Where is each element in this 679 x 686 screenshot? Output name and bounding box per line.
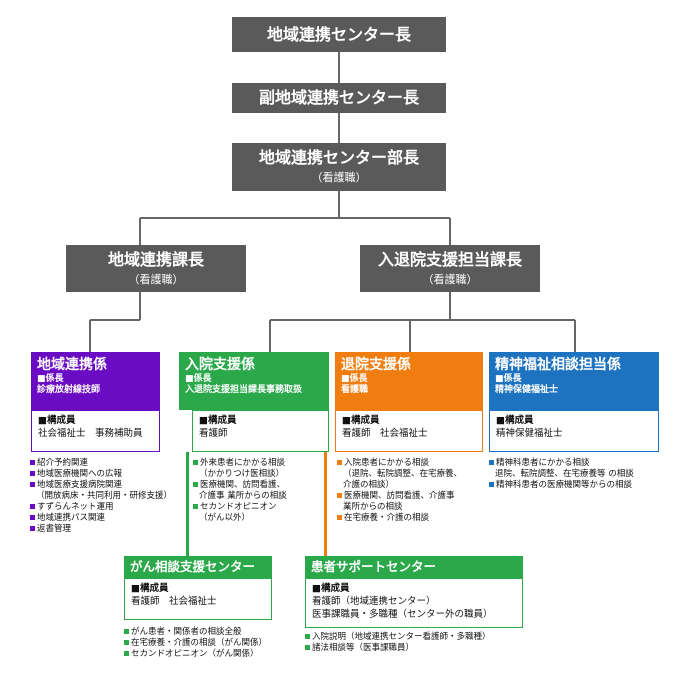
taiin-members-label: ■構成員 — [342, 415, 380, 426]
list-item: 地域連携パス関連 — [30, 513, 172, 524]
kanja-duty-list: 入院説明（地域連携センター看護師・多職種） 諸法相談等（医事課職員） — [305, 632, 491, 654]
taiin-members-box: ■構成員 看護師 社会福祉士 — [335, 410, 483, 452]
kanja-members-label: ■構成員 — [312, 583, 350, 594]
seishin-members-label: ■構成員 — [496, 415, 534, 426]
seishin-section-title: 精神福祉相談担当係 — [495, 357, 621, 373]
taiin-section-header: 退院支援係 ■係長 看護職 — [335, 352, 483, 410]
list-item-note: （退院、転院調整、在宅療養、 — [343, 469, 463, 479]
gan-members-label: ■構成員 — [131, 583, 169, 594]
seishin-role-detail: 精神保健福祉士 — [495, 385, 559, 395]
list-item: 返書管理 — [30, 524, 172, 535]
taiin-section-title: 退院支援係 — [341, 357, 411, 373]
list-item: セカンドオピニオン（がん関係） — [124, 649, 267, 660]
list-item: 外来患者にかかる相談 — [193, 458, 287, 469]
list-item-note: （がん以外） — [199, 513, 251, 523]
gan-duty-list: がん患者・関係者の相談全般 在宅療養・介護の相談（がん関係） セカンドオピニオン… — [124, 627, 267, 660]
list-item-note: 介護の相談） — [343, 480, 395, 490]
list-item: 在宅療養・介護の相談（がん関係） — [124, 638, 267, 649]
nyuin-members-label: ■構成員 — [199, 415, 237, 426]
nyutaiin-chief-note: （看護職） — [422, 272, 478, 286]
list-item: 在宅療養・介護の相談 — [337, 513, 462, 524]
taiin-duty-list: 入院患者にかかる相談 （退院、転院調整、在宅療養、 介護の相談） 医療機関、訪問… — [337, 458, 462, 524]
center-manager-note: （看護職） — [311, 171, 367, 184]
renkei-chief-box: 地域連携課長 （看護職） — [66, 245, 246, 292]
list-item: 地域医療機関への広報 — [30, 469, 172, 480]
nyuin-members-box: ■構成員 看護師 — [192, 410, 329, 452]
center-director-box: 地域連携センター長 — [232, 17, 446, 52]
renkei-section-header: 地域連携係 ■係長 診療放射線技師 — [31, 352, 160, 410]
renkei-role-detail: 診療放射線技師 — [37, 385, 101, 395]
renkei-members: 社会福祉士 事務補助員 — [38, 428, 143, 439]
gan-members-box: ■構成員 看護師 社会福祉士 — [124, 578, 272, 620]
renkei-chief-note: （看護職） — [128, 272, 184, 286]
taiin-members: 看護師 社会福祉士 — [342, 428, 428, 439]
seishin-section-header: 精神福祉相談担当係 ■係長 精神保健福祉士 — [489, 352, 659, 410]
nyuin-section-header: 入院支援係 ■係長 入退院支援担当課長事務取扱 — [179, 352, 329, 410]
nyutaiin-chief-box: 入退院支援担当課長 （看護職） — [360, 245, 540, 292]
gan-center-header: がん相談支援センター — [124, 556, 272, 578]
renkei-duty-list: 紹介予約関連 地域医療機関への広報 地域医療支援病院関連 （開放病床・共同利用・… — [30, 458, 172, 535]
seishin-duty-list: 精神科患者にかかる相談 退院、転院調整、在宅療養等 の相談 精神科患者の医療機関… — [489, 458, 634, 491]
seishin-members: 精神保健福祉士 — [496, 428, 563, 439]
list-item: 紹介予約関連 — [30, 458, 172, 469]
list-item: がん患者・関係者の相談全般 — [124, 627, 267, 638]
kanja-center-header: 患者サポートセンター — [305, 556, 523, 578]
nyuin-role: ■係長 — [185, 374, 212, 384]
list-item: 精神科患者の医療機関等からの相談 — [489, 480, 634, 491]
list-item-note: （開放病床・共同利用・研修支援） — [36, 491, 173, 501]
list-item-note: （かかりつけ医相談） — [199, 469, 285, 479]
list-item-note: 業所からの相談 — [343, 502, 403, 512]
renkei-section-title: 地域連携係 — [37, 357, 107, 373]
center-manager-title: 地域連携センター部長 — [258, 148, 419, 167]
gan-members: 看護師 社会福祉士 — [131, 596, 217, 607]
list-item-note: 介護事 業所からの相談 — [199, 491, 287, 501]
list-item: 地域医療支援病院関連 — [30, 480, 172, 491]
deputy-director-box: 副地域連携センター長 — [232, 83, 446, 113]
nyuin-section-title: 入院支援係 — [185, 357, 255, 373]
seishin-role: ■係長 — [495, 374, 522, 384]
kanja-center-title: 患者サポートセンター — [311, 559, 437, 574]
list-item: 諸法相談等（医事課職員） — [305, 643, 491, 654]
list-item: 精神科患者にかかる相談 — [489, 458, 634, 469]
nyuin-role-detail: 入退院支援担当課長事務取扱 — [185, 385, 303, 395]
taiin-role-detail: 看護職 — [341, 385, 369, 395]
kanja-members-box: ■構成員 看護師（地域連携センター） 医事課職員・多職種（センター外の職員） — [305, 578, 523, 628]
deputy-director-title: 副地域連携センター長 — [258, 88, 419, 107]
nyuin-members: 看護師 — [199, 428, 228, 439]
center-manager-box: 地域連携センター部長 （看護職） — [232, 143, 446, 191]
seishin-members-box: ■構成員 精神保健福祉士 — [489, 410, 659, 452]
list-item: 医療機関、訪問看護、介護事 — [337, 491, 462, 502]
center-director-title: 地域連携センター長 — [266, 24, 411, 44]
list-item: セカンドオピニオン — [193, 502, 287, 513]
gan-center-title: がん相談支援センター — [130, 559, 256, 574]
kanja-members: 看護師（地域連携センター） — [312, 596, 436, 607]
list-item: 入院説明（地域連携センター看護師・多職種） — [305, 632, 491, 643]
list-item-note: 退院、転院調整、在宅療養等 の相談 — [495, 469, 634, 479]
nyuin-duty-list: 外来患者にかかる相談 （かかりつけ医相談） 医療機関、訪問看護、 介護事 業所か… — [193, 458, 287, 524]
renkei-chief-title: 地域連携課長 — [107, 249, 204, 269]
kanja-members-2: 医事課職員・多職種（センター外の職員） — [312, 609, 493, 620]
list-item: すずらんネット運用 — [30, 502, 172, 513]
list-item: 入院患者にかかる相談 — [337, 458, 462, 469]
renkei-members-label: ■構成員 — [38, 415, 76, 426]
list-item: 医療機関、訪問看護、 — [193, 480, 287, 491]
renkei-members-box: ■構成員 社会福祉士 事務補助員 — [31, 410, 160, 452]
nyutaiin-chief-title: 入退院支援担当課長 — [377, 249, 522, 269]
renkei-role: ■係長 — [37, 374, 64, 384]
taiin-role: ■係長 — [341, 374, 368, 384]
